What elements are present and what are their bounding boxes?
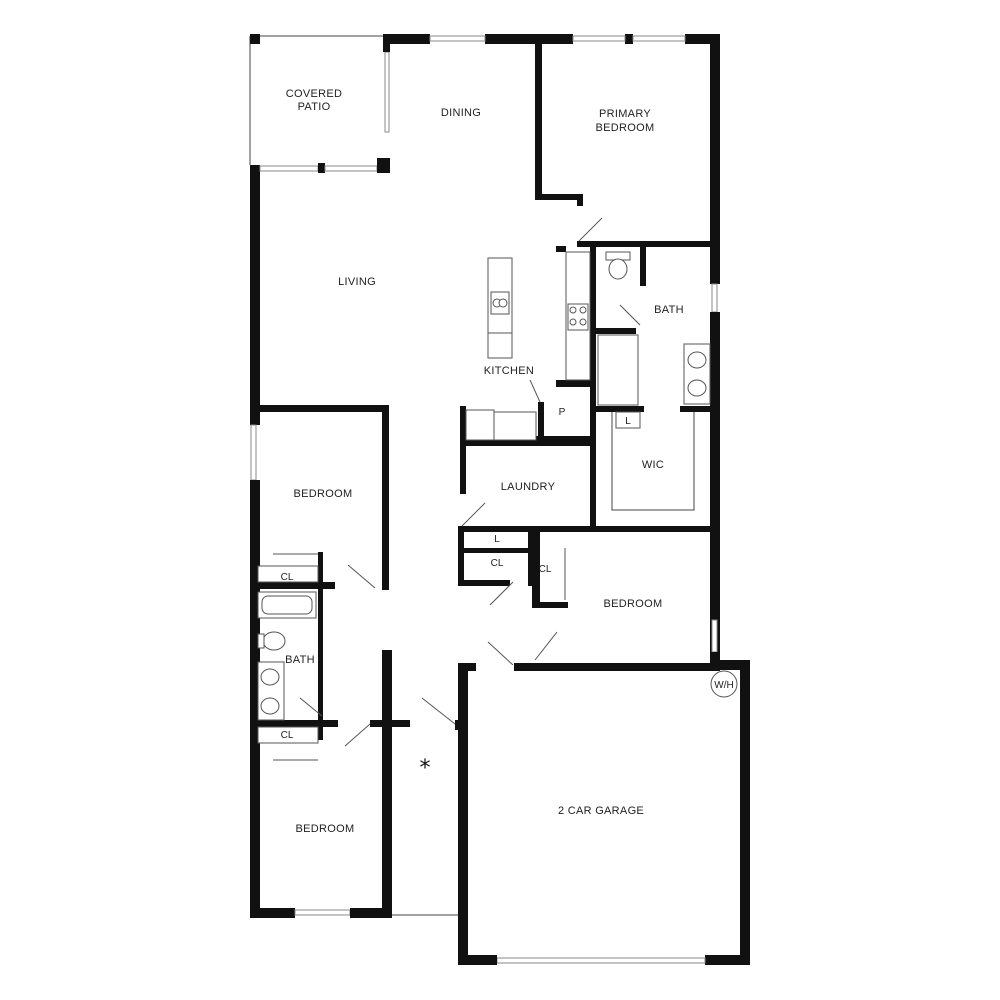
- bedroom-left-label: BEDROOM: [294, 488, 353, 500]
- wic-label: WIC: [642, 459, 664, 471]
- water-heater-label: W/H: [714, 680, 733, 691]
- living-label: LIVING: [338, 276, 376, 288]
- bedroom-bottom-label: BEDROOM: [296, 823, 355, 835]
- closet-left-lower-label: CL: [281, 730, 294, 741]
- primary-bedroom-label-1: PRIMARY: [599, 108, 651, 120]
- kitchen-label: KITCHEN: [484, 365, 534, 377]
- primary-bath-label: BATH: [654, 304, 684, 316]
- covered-patio-label-2: PATIO: [298, 101, 331, 113]
- closet-right-label: CL: [539, 564, 552, 575]
- dining-label: DINING: [441, 107, 481, 119]
- bedroom-right-label: BEDROOM: [604, 598, 663, 610]
- closet-left-label: CL: [281, 572, 294, 583]
- room-labels: COVERED PATIO DINING PRIMARY BEDROOM LIV…: [281, 88, 734, 835]
- hall-closet-label: CL: [491, 558, 504, 569]
- kitchen-fixtures: [465, 251, 591, 441]
- exterior-walls: [250, 34, 750, 965]
- covered-patio-label-1: COVERED: [286, 88, 343, 100]
- hall-linen-label: L: [494, 534, 500, 545]
- entry-marker: *: [420, 756, 431, 781]
- garage-label: 2 CAR GARAGE: [558, 805, 644, 817]
- laundry-label: LAUNDRY: [501, 481, 556, 493]
- primary-bedroom-label-2: BEDROOM: [596, 122, 655, 134]
- hall-bath-fixtures: [257, 565, 319, 744]
- pantry-label: P: [559, 407, 566, 418]
- hall-bath-label: BATH: [285, 654, 315, 666]
- interior-walls: [255, 40, 715, 740]
- primary-bath-fixtures: [597, 251, 711, 511]
- primary-linen-label: L: [625, 416, 631, 427]
- water-heater-symbol: [710, 670, 738, 698]
- doors: [273, 217, 641, 761]
